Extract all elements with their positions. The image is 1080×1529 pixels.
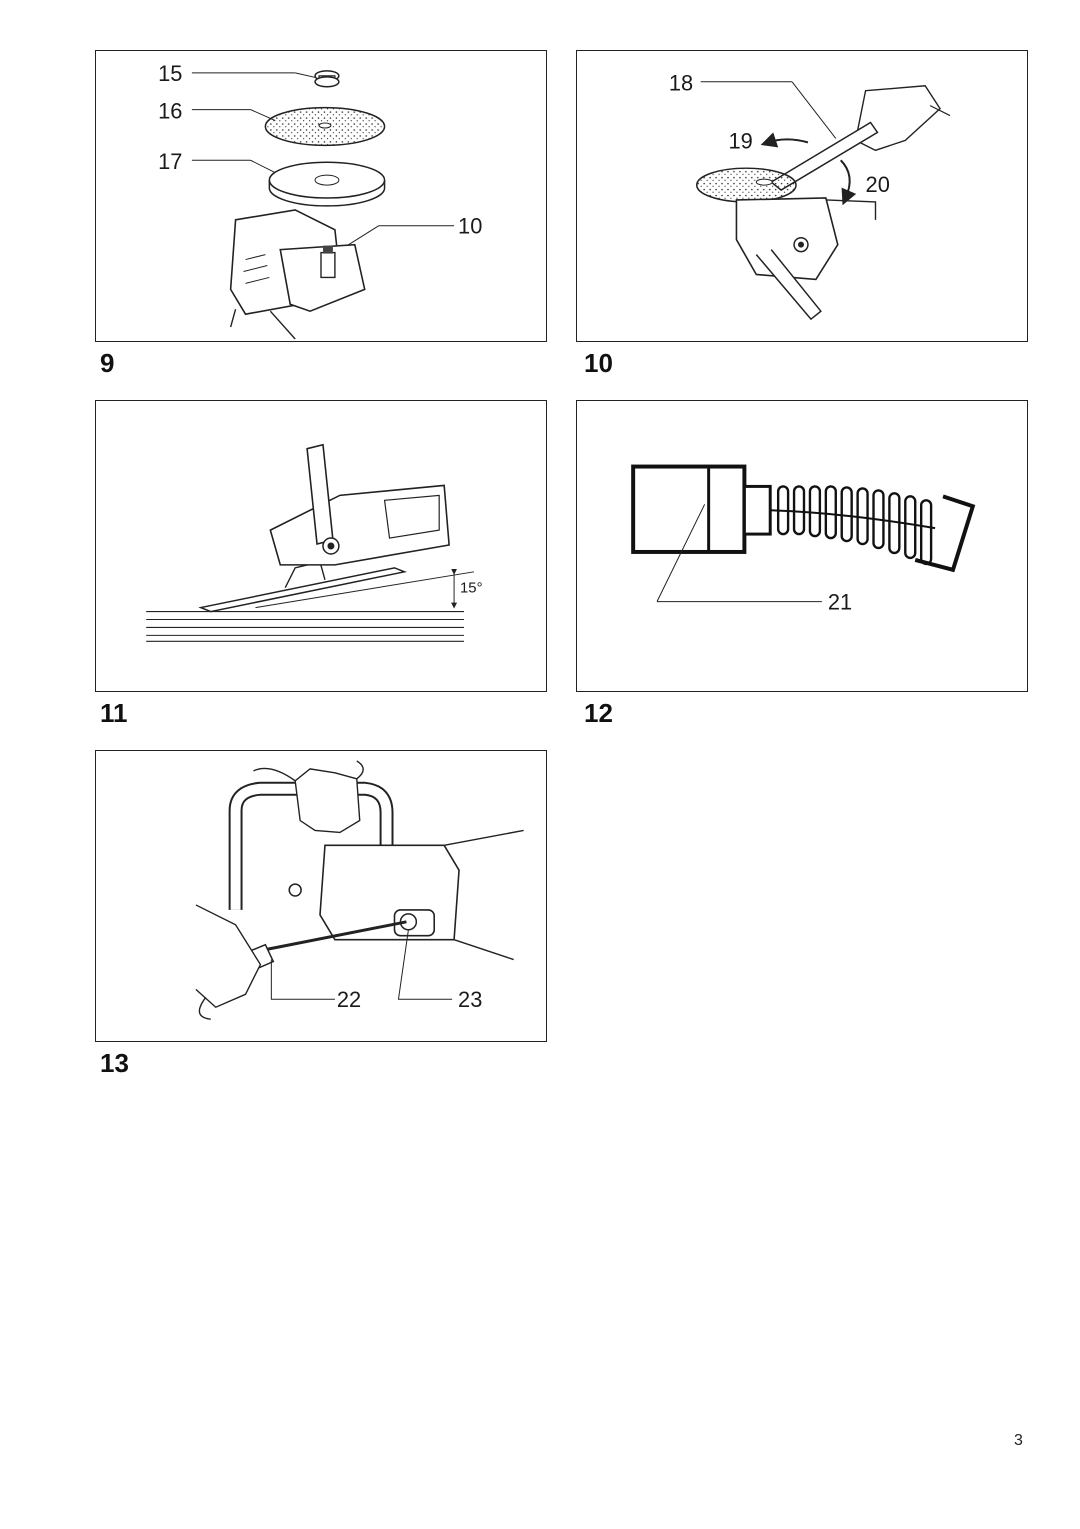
- callout-21: 21: [828, 590, 852, 615]
- callout-19: 19: [729, 128, 753, 153]
- figure-9-illustration: 15 16 17 10: [158, 61, 482, 340]
- figure-11-panel: 15°: [95, 400, 547, 692]
- callout-22: 22: [337, 987, 361, 1012]
- callout-17: 17: [158, 149, 182, 174]
- page-number: 3: [1014, 1432, 1023, 1449]
- figure-13-panel: 22 23: [95, 750, 547, 1042]
- figure-11-label: 11: [100, 698, 128, 728]
- callout-20: 20: [866, 172, 890, 197]
- figure-13-label: 13: [100, 1048, 129, 1078]
- figure-12-illustration: 21: [631, 464, 976, 615]
- callout-15: 15: [158, 61, 182, 86]
- angle-label: 15°: [460, 581, 483, 597]
- figure-9-panel: 15 16 17 10: [95, 50, 547, 342]
- figure-11-illustration: 15°: [146, 443, 483, 642]
- figure-10-illustration: 18 19 20: [669, 71, 951, 321]
- callout-10: 10: [458, 214, 482, 239]
- figure-13-illustration: 22 23: [195, 760, 524, 1020]
- callout-16: 16: [158, 99, 182, 124]
- figure-12-panel: 21: [576, 400, 1028, 692]
- figure-10-panel: 18 19 20: [576, 50, 1028, 342]
- figure-12-label: 12: [584, 698, 613, 728]
- spring-icon: [776, 485, 933, 566]
- figure-9-label: 9: [100, 348, 115, 378]
- callout-23: 23: [458, 987, 482, 1012]
- callout-18: 18: [669, 71, 693, 96]
- figure-10-label: 10: [584, 348, 613, 378]
